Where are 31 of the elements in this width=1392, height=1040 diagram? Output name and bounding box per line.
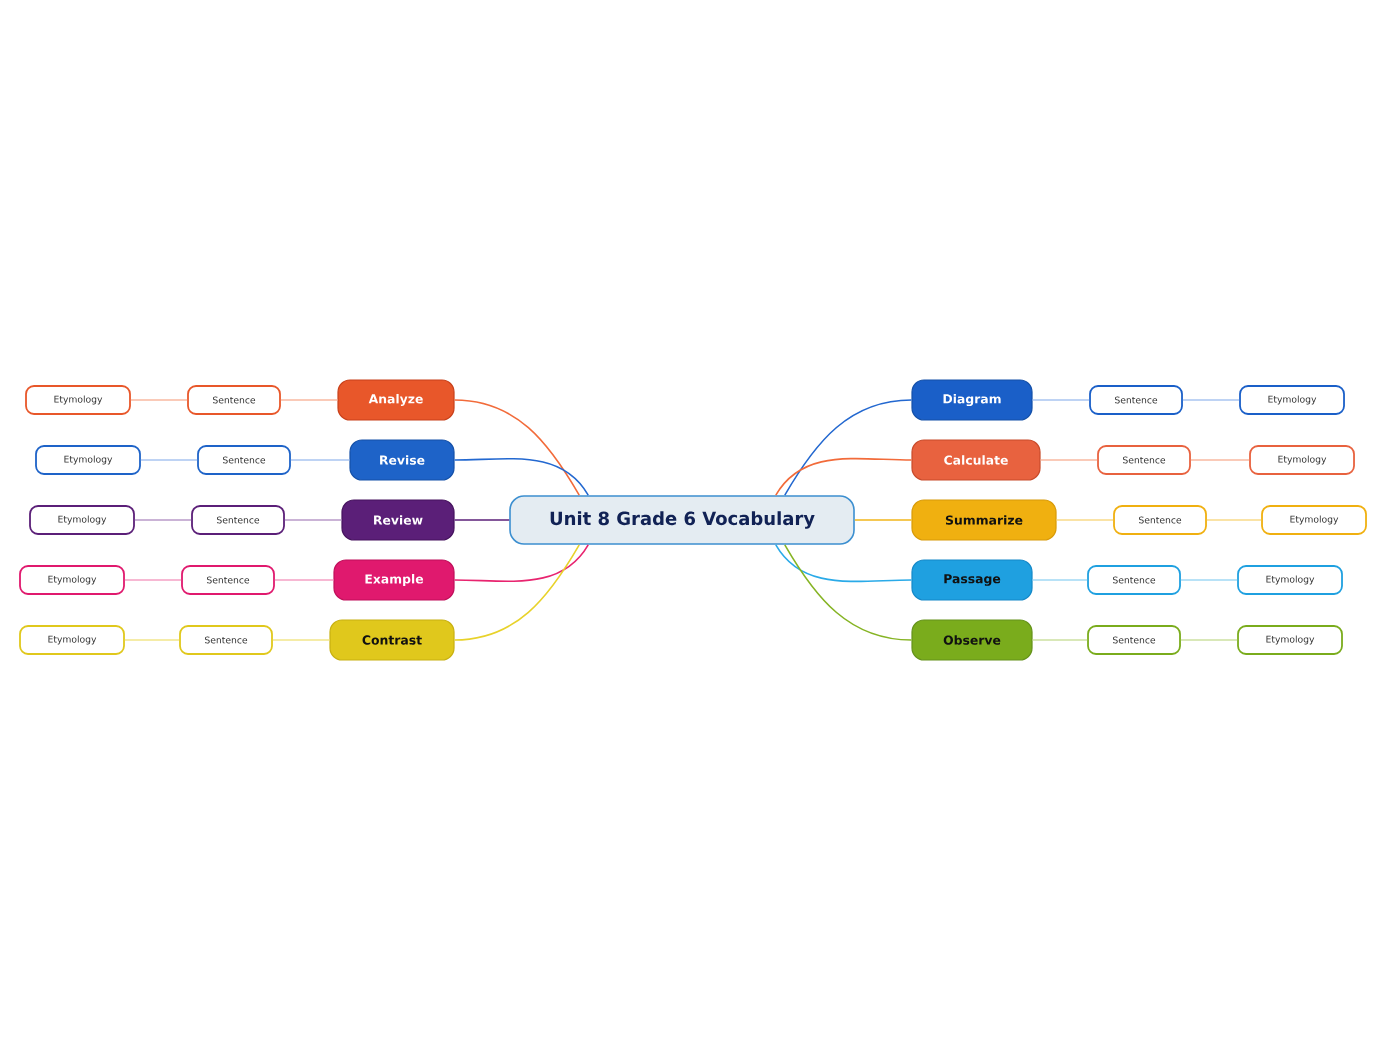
connector [784, 399, 913, 496]
connector [453, 399, 580, 496]
connector [1031, 399, 1090, 401]
connector [130, 399, 188, 401]
connector [1180, 639, 1238, 641]
connector [1039, 459, 1098, 461]
connector [453, 457, 589, 496]
connector [124, 639, 180, 641]
connector [775, 544, 913, 583]
connector [284, 519, 343, 521]
connector [1180, 579, 1238, 581]
connector [854, 519, 913, 521]
connector [775, 457, 913, 496]
connector [453, 519, 510, 521]
connector [140, 459, 198, 461]
connector [1055, 519, 1114, 521]
connector [1190, 459, 1250, 461]
connector [1206, 519, 1262, 521]
connector [1031, 639, 1088, 641]
central-topic-box: Unit 8 Grade 6 Vocabulary [509, 495, 855, 545]
connector [1031, 579, 1088, 581]
connector [453, 544, 580, 641]
connector [784, 544, 913, 641]
connector [274, 579, 335, 581]
connector [453, 544, 589, 583]
connector [124, 579, 182, 581]
connector [280, 399, 339, 401]
connector [134, 519, 192, 521]
connector [1182, 399, 1240, 401]
connector [290, 459, 351, 461]
connector [272, 639, 331, 641]
